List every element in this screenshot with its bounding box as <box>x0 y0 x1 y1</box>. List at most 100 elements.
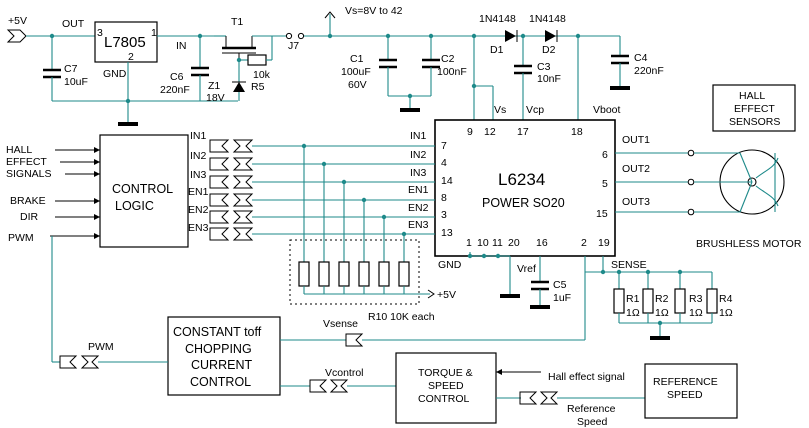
pin-label-vcp: Vcp <box>526 104 544 116</box>
pullup-dashed-boundary <box>289 239 420 305</box>
ground-symbol <box>500 294 520 298</box>
regulator-pin1: 1 <box>151 27 157 39</box>
pin-16: 16 <box>536 237 548 249</box>
signal-connector <box>209 210 230 224</box>
vsense-label: Vsense <box>323 318 358 330</box>
hall-sensors-label-1: HALL <box>739 90 765 102</box>
sense-resistor-r2 <box>642 288 654 314</box>
signal-connector <box>209 139 230 153</box>
control-logic-title-2: LOGIC <box>115 199 154 213</box>
chopping-title-2: CHOPPING <box>185 342 252 356</box>
c7-label: C7 <box>64 63 78 75</box>
chip-input-in3: IN3 <box>410 167 427 179</box>
signal-connector <box>209 227 230 241</box>
pin-5: 5 <box>602 178 608 190</box>
ref-speed-connector <box>519 391 538 405</box>
chip-output-out1: OUT1 <box>622 134 650 146</box>
signal-connector <box>232 210 254 224</box>
sense-network: C5 1uF R1 1Ω R2 1Ω R3 1Ω R4 1Ω <box>467 252 733 340</box>
hall-sensors-label-3: SENSORS <box>729 116 780 128</box>
ref-speed-signal-1: Reference <box>567 403 616 415</box>
c3-label: C3 <box>537 61 551 73</box>
chopping-title-4: CONTROL <box>190 375 251 389</box>
c3-value: 10nF <box>537 73 561 85</box>
l6234-body <box>434 119 616 257</box>
logic-output-en2: EN2 <box>188 204 209 216</box>
chopping-title-1: CONSTANT toff <box>173 325 262 339</box>
chopping-control-block: CONSTANT toff CHOPPING CURRENT CONTROL P… <box>51 236 586 396</box>
pullup-resistor <box>378 261 390 287</box>
hall-signal-label: Hall effect signal <box>548 371 625 383</box>
logic-output-en1: EN1 <box>188 186 209 198</box>
r5-label: R5 <box>251 81 265 93</box>
l7805-name: L7805 <box>104 34 146 51</box>
t1-label: T1 <box>231 16 243 28</box>
chip-output-out3: OUT3 <box>622 196 650 208</box>
l7805-regulator <box>94 21 158 63</box>
chopping-title-3: CURRENT <box>191 358 252 372</box>
motor-label: BRUSHLESS MOTOR <box>696 238 802 250</box>
d2-diode <box>545 30 556 42</box>
ground-symbol <box>118 122 138 126</box>
torque-title-2: SPEED <box>428 380 464 392</box>
hall-sensors-label-2: EFFECT <box>734 103 775 115</box>
logic-output-in1: IN1 <box>190 130 207 142</box>
pin-17: 17 <box>517 126 529 138</box>
pin-15: 15 <box>596 208 608 220</box>
pin-label-sense: SENSE <box>611 259 647 271</box>
signal-connector <box>232 193 254 207</box>
chip-input-in1: IN1 <box>410 130 427 142</box>
power-supply-section: +5V OUT C7 10uF L7805 3 1 2 GND IN C6 22… <box>6 5 664 126</box>
j7-jumper-contact <box>285 32 293 40</box>
chopping-control-box <box>167 316 281 396</box>
brake-input-label: BRAKE <box>10 195 46 207</box>
chopping-pwm-label: PWM <box>88 341 114 353</box>
hall-input-label-1: HALL <box>6 144 32 156</box>
hall-input-label-3: SIGNALS <box>6 168 52 180</box>
torque-control-box <box>395 352 497 424</box>
signal-connector <box>209 193 230 207</box>
dir-input-label: DIR <box>20 211 39 223</box>
pullup-resistor <box>398 261 410 287</box>
signal-connector <box>232 139 254 153</box>
vcontrol-connector <box>309 379 328 393</box>
z1-label: Z1 <box>208 80 220 92</box>
pin-19: 19 <box>598 237 610 249</box>
c7-value: 10uF <box>64 76 88 88</box>
pullup-resistor <box>318 261 330 287</box>
c1-value: 100uF <box>341 66 371 78</box>
chip-output-out2: OUT2 <box>622 163 650 175</box>
pin-2: 2 <box>581 237 587 249</box>
torque-title-1: TORQUE & <box>418 367 473 379</box>
pin-11: 11 <box>492 237 503 249</box>
ref-speed-signal-2: Speed <box>577 416 608 428</box>
sense-resistor-r4 <box>706 288 718 314</box>
regulator-gnd-label: GND <box>103 68 127 80</box>
hall-input-label-2: EFFECT <box>6 156 47 168</box>
plus5v-input-label: +5V <box>8 15 27 27</box>
pwm-connector <box>80 355 100 369</box>
reference-speed-block: REFERENCE SPEED <box>644 363 738 419</box>
control-logic-block: CONTROL LOGIC HALL EFFECT SIGNALS BRAKE … <box>6 130 254 248</box>
pullup-resistor <box>298 261 310 287</box>
pullup-label: R10 10K each <box>368 311 435 323</box>
chip-input-en1: EN1 <box>408 184 429 196</box>
logic-output-in3: IN3 <box>190 169 207 181</box>
d2-label: D2 <box>542 44 556 56</box>
r4-label: R4 <box>719 293 733 305</box>
pin-18: 18 <box>571 126 583 138</box>
signal-connector <box>232 227 254 241</box>
pin-14: 14 <box>441 175 453 187</box>
ground-symbol <box>610 86 630 90</box>
pin-6: 6 <box>602 149 608 161</box>
reference-title-1: REFERENCE <box>653 376 718 388</box>
pin-4: 4 <box>441 157 447 169</box>
sense-resistor-r1 <box>613 288 625 314</box>
pin-13: 13 <box>441 227 453 239</box>
l6234-chip: L6234 POWER SO20 9 12 17 18 Vs Vcp Vboot… <box>408 104 650 275</box>
chip-name: L6234 <box>498 170 545 189</box>
pwm-input-label: PWM <box>8 232 34 244</box>
signal-connector <box>232 157 254 171</box>
torque-speed-block: TORQUE & SPEED CONTROL Hall effect signa… <box>395 352 645 428</box>
ground-symbol <box>400 108 420 112</box>
